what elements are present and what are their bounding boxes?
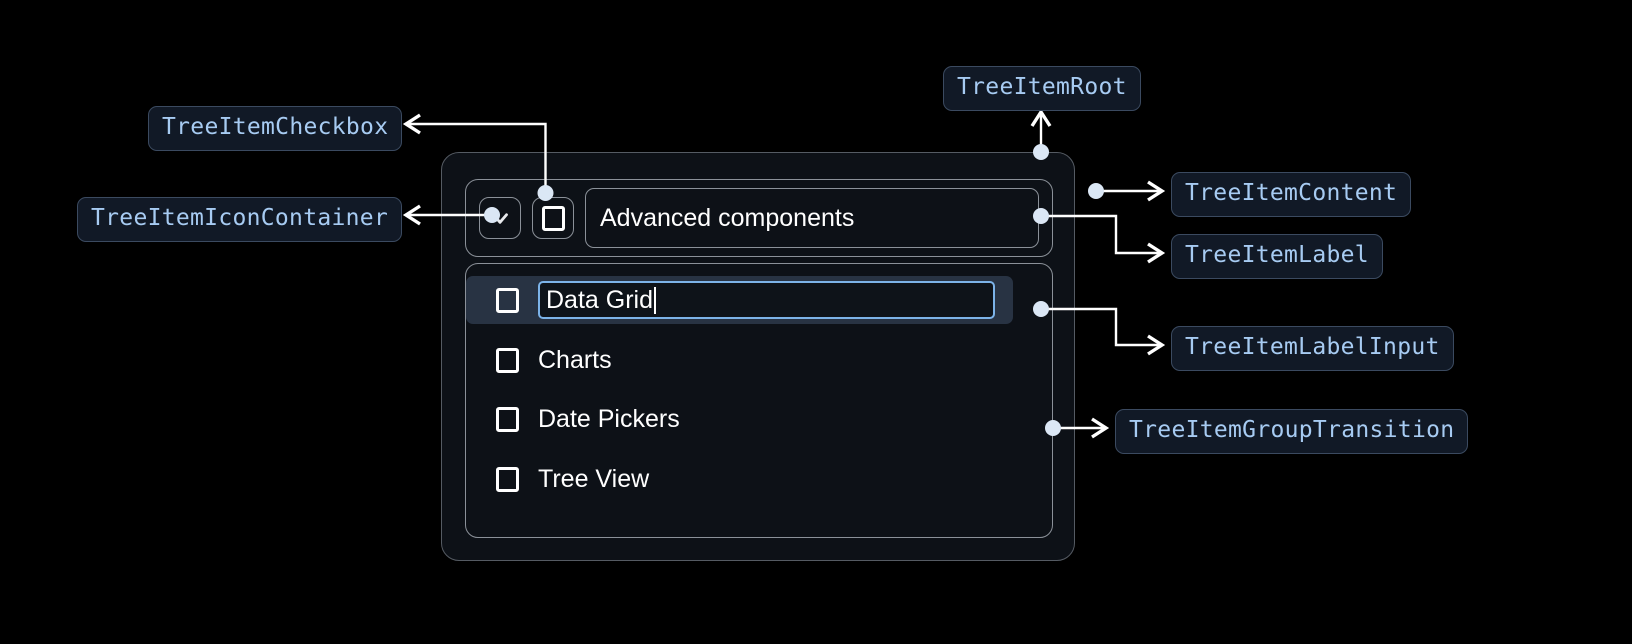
tree-row-label: Charts xyxy=(538,345,612,374)
arrowhead-label-input xyxy=(1147,334,1166,356)
tree-row-label: Tree View xyxy=(538,464,650,493)
tree-item-root[interactable]: Advanced components Data Grid Charts Dat… xyxy=(441,152,1075,561)
checkbox-unchecked-icon[interactable] xyxy=(496,347,519,373)
callout-tree-item-label-input: TreeItemLabelInput xyxy=(1171,326,1454,371)
tree-item-checkbox[interactable] xyxy=(532,197,574,239)
tree-row[interactable]: Data Grid xyxy=(466,276,1013,324)
callout-tree-item-label: TreeItemLabel xyxy=(1171,234,1383,279)
callout-tree-item-icon-container: TreeItemIconContainer xyxy=(77,197,403,242)
tree-item-label-input-value: Data Grid xyxy=(546,285,653,314)
callout-tree-item-root: TreeItemRoot xyxy=(943,66,1141,111)
text-caret xyxy=(653,286,656,314)
checkbox-unchecked-icon[interactable] xyxy=(496,406,519,432)
callout-label: TreeItemLabelInput xyxy=(1185,334,1440,360)
tree-item-label-text: Advanced components xyxy=(600,203,855,232)
checkbox-unchecked-icon[interactable] xyxy=(496,466,519,492)
callout-label: TreeItemGroupTransition xyxy=(1129,417,1455,443)
tree-item-label: Advanced components xyxy=(585,188,1039,248)
arrowhead-label xyxy=(1147,242,1166,264)
arrowhead-group-transition xyxy=(1091,417,1110,439)
chevron-down-icon xyxy=(492,213,508,224)
tree-item-icon-container[interactable] xyxy=(479,197,521,239)
arrowhead-content xyxy=(1147,180,1166,202)
callout-label: TreeItemRoot xyxy=(957,74,1127,100)
checkbox-unchecked-icon[interactable] xyxy=(496,287,519,313)
callout-label: TreeItemCheckbox xyxy=(162,114,389,140)
callout-tree-item-group-transition: TreeItemGroupTransition xyxy=(1115,409,1469,454)
tree-row-label: Date Pickers xyxy=(538,404,680,433)
tree-row[interactable]: Charts xyxy=(466,336,1052,384)
tree-row[interactable]: Date Pickers xyxy=(466,395,1052,443)
callout-label: TreeItemIconContainer xyxy=(91,205,389,231)
tree-item-label-input[interactable]: Data Grid xyxy=(538,281,995,319)
arrowhead-icon-container xyxy=(402,204,421,226)
arrowhead-checkbox xyxy=(402,113,421,135)
checkbox-unchecked-icon xyxy=(541,205,565,231)
callout-label: TreeItemLabel xyxy=(1185,242,1369,268)
tree-row[interactable]: Tree View xyxy=(466,455,1052,503)
callout-label: TreeItemContent xyxy=(1185,180,1398,206)
callout-tree-item-content: TreeItemContent xyxy=(1171,172,1412,217)
arrowhead-root xyxy=(1030,108,1052,127)
tree-item-content[interactable]: Advanced components xyxy=(465,179,1053,257)
anchor-dot-content xyxy=(1088,183,1104,199)
tree-item-group-transition: Data Grid Charts Date Pickers Tree View xyxy=(465,263,1053,538)
callout-tree-item-checkbox: TreeItemCheckbox xyxy=(148,106,403,151)
